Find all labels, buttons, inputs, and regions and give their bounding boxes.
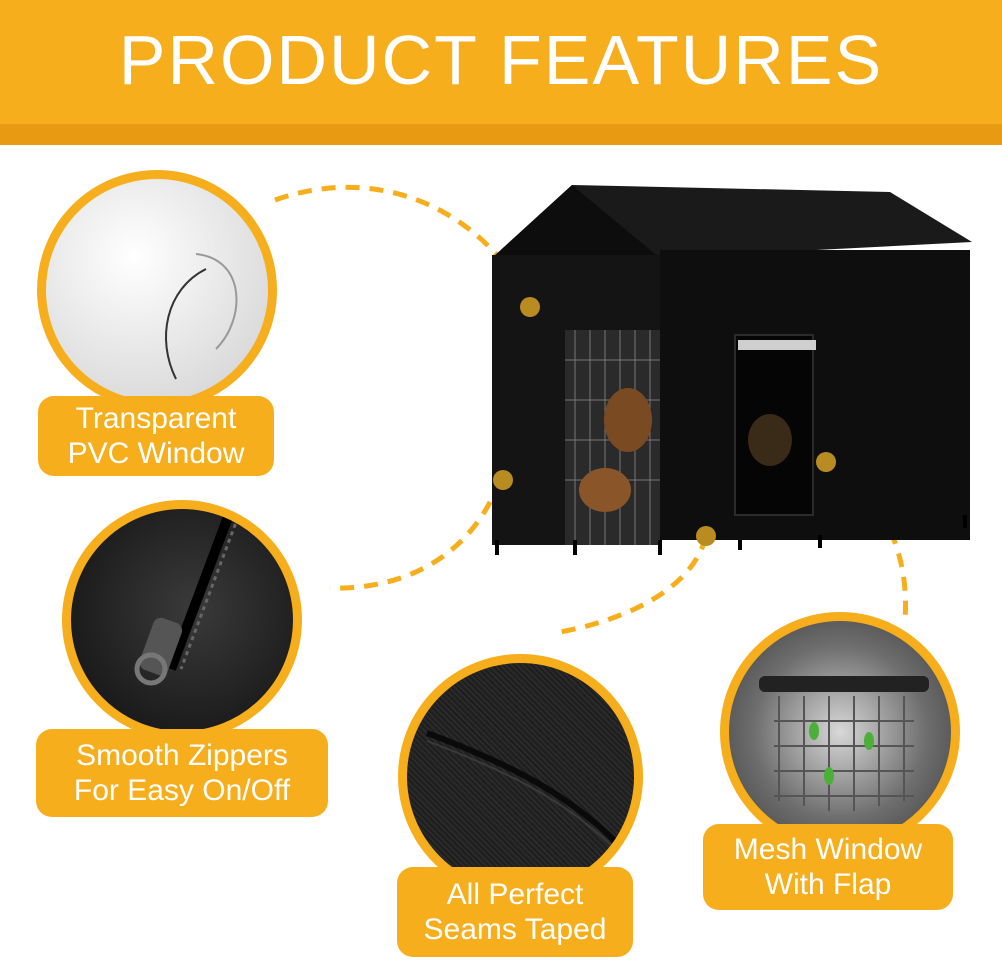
callout-dot-mesh (816, 452, 836, 472)
mesh-window-photo (720, 612, 960, 852)
feature-label-seams: All Perfect Seams Taped (397, 867, 633, 957)
pvc-window-photo (37, 170, 277, 410)
feature-label-mesh-window: Mesh Window With Flap (703, 824, 953, 910)
callout-dot-seams (696, 526, 716, 546)
banner-strip (0, 124, 1002, 145)
callout-dot-zipper (493, 470, 513, 490)
callout-dot-pvc (520, 297, 540, 317)
seams-photo (398, 654, 643, 899)
feature-label-pvc-window: Transparent PVC Window (38, 396, 274, 476)
feature-label-zippers: Smooth Zippers For Easy On/Off (36, 729, 328, 817)
page-title: PRODUCT FEATURES (118, 21, 884, 99)
header-banner: PRODUCT FEATURES (0, 0, 1002, 145)
zipper-photo (62, 500, 302, 740)
